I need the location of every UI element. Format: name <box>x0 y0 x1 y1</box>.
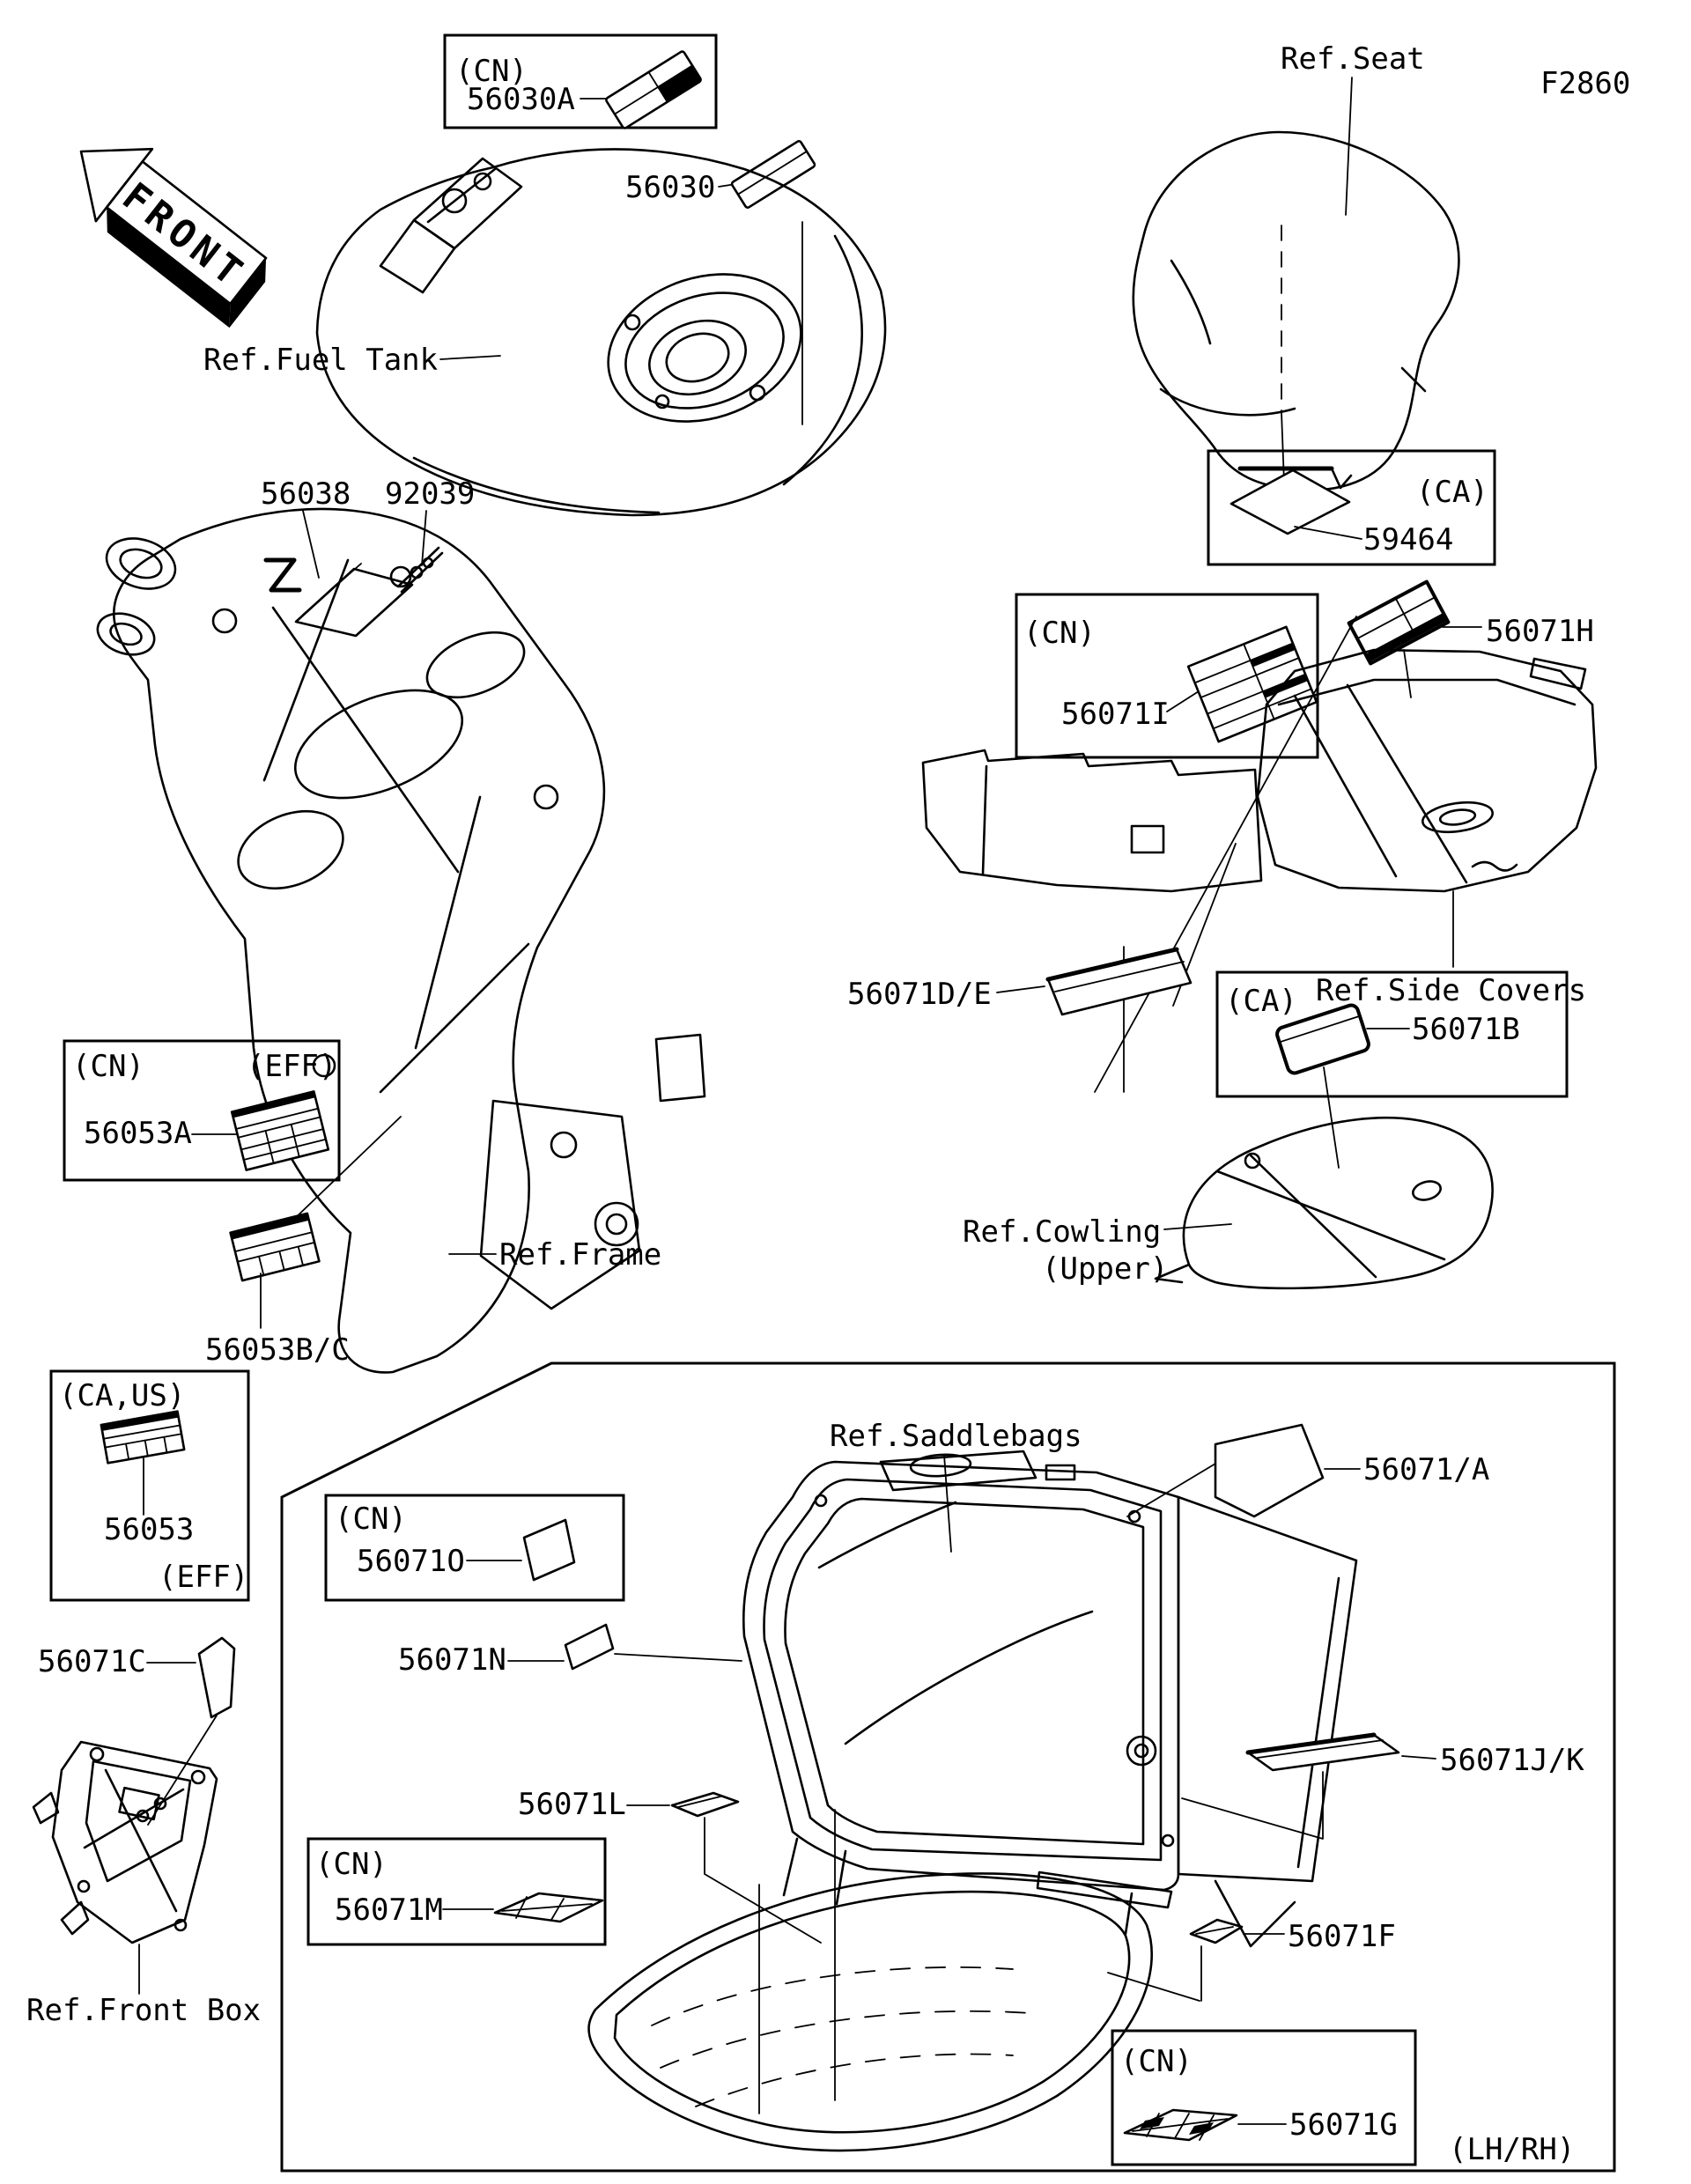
part-92039: 92039 <box>385 476 475 512</box>
ref-saddlebags: Ref.Saddlebags <box>830 1419 1082 1454</box>
screw-92039 <box>396 546 444 594</box>
callout-56071h: 56071H <box>1347 579 1594 698</box>
seat-drawing <box>1132 130 1460 491</box>
decal-56030 <box>730 140 816 209</box>
decal-56053bc <box>229 1212 321 1282</box>
detail-box-56071o: (CN) 56071O <box>324 1494 625 1602</box>
decal-56071jk <box>1245 1732 1400 1772</box>
part-56071f: 56071F <box>1288 1919 1396 1954</box>
part-56071c: 56071C <box>38 1644 146 1679</box>
detail-box-59464: (CA) 59464 <box>1207 449 1496 566</box>
decal-56071l <box>670 1791 740 1818</box>
part-56053a: 56053A <box>84 1116 192 1151</box>
decal-56071o <box>522 1518 576 1582</box>
callout-56071de: 56071D/E <box>847 947 1193 1016</box>
detail-box-56030a: (CN) 56030A <box>443 33 718 129</box>
part-56071h: 56071H <box>1486 614 1594 649</box>
callout-ref-seat: Ref.Seat <box>1281 41 1425 483</box>
callout-56071a: 56071/A <box>1126 1423 1489 1518</box>
callout-56053bc: 56053B/C <box>205 1116 402 1368</box>
decal-56071de <box>1045 947 1193 1016</box>
decal-56071i <box>1186 625 1318 743</box>
callout-56071f: 56071F <box>1107 1918 1396 2002</box>
detail-box-56053a: (CN) (EFF) 56053A <box>63 1039 341 1182</box>
callout-56071jk: 56071J/K <box>1181 1732 1584 1840</box>
fuel-tank-drawing <box>315 148 887 517</box>
part-56053bc: 56053B/C <box>205 1332 350 1368</box>
callout-ref-fuel-tank: Ref.Fuel Tank <box>203 343 501 378</box>
part-56071m: 56071M <box>335 1893 443 1928</box>
callout-ref-side-covers: Ref.Side Covers <box>1316 890 1586 1008</box>
tag-eff: (EFF) <box>159 1560 248 1595</box>
decal-56071m <box>493 1892 604 1923</box>
part-59464: 59464 <box>1363 522 1453 557</box>
callout-ref-saddlebags: Ref.Saddlebags <box>830 1419 1082 1553</box>
detail-box-56053: (CA,US) 56053 (EFF) <box>49 1369 250 1602</box>
part-56071g: 56071G <box>1289 2107 1398 2143</box>
detail-box-56071g: (CN) 56071G <box>1111 2029 1417 2166</box>
part-56071i: 56071I <box>1061 697 1170 732</box>
decal-56071a <box>1214 1423 1325 1518</box>
part-56071a: 56071/A <box>1363 1452 1489 1487</box>
decal-56071c <box>197 1636 236 1719</box>
ref-frame: Ref.Frame <box>499 1237 661 1273</box>
tag-cn: (CN) <box>72 1049 144 1084</box>
part-56071l: 56071L <box>518 1787 626 1822</box>
decal-56053 <box>100 1410 186 1465</box>
part-56071jk: 56071J/K <box>1440 1743 1584 1778</box>
ref-fuel-tank: Ref.Fuel Tank <box>203 343 438 378</box>
page-code: F2860 <box>1540 66 1630 101</box>
front-arrow: FRONT <box>79 147 268 328</box>
decal-56071f <box>1189 1918 1244 1944</box>
part-56030: 56030 <box>625 170 715 205</box>
tag-ca: (CA) <box>1416 475 1488 510</box>
tag-cn: (CN) <box>455 54 528 89</box>
part-56030a: 56030A <box>467 82 575 117</box>
decal-56071b <box>1275 1003 1370 1075</box>
decal-56071g <box>1123 2108 1238 2142</box>
tag-cn: (CN) <box>335 1502 407 1537</box>
detail-box-56071b: (CA) 56071B <box>1215 970 1569 1169</box>
saddlebags-group-box <box>280 1361 1616 2173</box>
side-covers-drawing <box>921 648 1598 893</box>
tag-ca: (CA) <box>1225 984 1297 1019</box>
frame-drawing <box>96 507 706 1374</box>
callout-ref-front-box: Ref.Front Box <box>26 1944 261 2028</box>
ref-side-covers: Ref.Side Covers <box>1316 973 1586 1008</box>
tag-cn: (CN) <box>315 1847 388 1882</box>
part-56071o: 56071O <box>357 1544 465 1579</box>
tag-cn: (CN) <box>1120 2044 1193 2079</box>
part-56071n: 56071N <box>398 1642 506 1678</box>
ref-seat: Ref.Seat <box>1281 41 1425 77</box>
ref-cowling-sub: (Upper) <box>1042 1251 1168 1287</box>
callout-ref-cowling: Ref.Cowling (Upper) <box>963 1214 1232 1287</box>
ref-cowling: Ref.Cowling <box>963 1214 1161 1250</box>
part-56071de: 56071D/E <box>847 977 992 1012</box>
ref-front-box: Ref.Front Box <box>26 1993 261 2028</box>
tag-eff: (EFF) <box>247 1049 336 1084</box>
callout-ref-frame: Ref.Frame <box>448 1237 661 1273</box>
decal-59464 <box>1229 469 1351 535</box>
front-box-drawing <box>32 1740 218 1944</box>
callout-56071n: 56071N <box>398 1623 742 1678</box>
cowling-drawing <box>1154 1116 1494 1290</box>
detail-box-56071i: (CN) 56071I <box>1015 593 1319 759</box>
decal-56071n <box>564 1623 615 1671</box>
callout-56071c: 56071C <box>38 1636 236 1826</box>
decal-56038 <box>294 567 414 638</box>
tag-ca-us: (CA,US) <box>59 1378 185 1413</box>
callout-56030: 56030 <box>625 140 816 425</box>
variant-note-lh-rh: (LH/RH) <box>1449 2132 1575 2167</box>
callout-92039: 92039 <box>385 476 475 594</box>
part-56071b: 56071B <box>1412 1012 1520 1047</box>
decal-56053a <box>230 1090 330 1171</box>
part-56053: 56053 <box>104 1512 194 1547</box>
detail-box-56071m: (CN) 56071M <box>306 1837 607 1946</box>
tag-cn: (CN) <box>1023 616 1096 651</box>
callout-56071l: 56071L <box>518 1787 822 1944</box>
decal-56030a <box>605 50 702 129</box>
saddlebag-drawing <box>587 1450 1358 2152</box>
part-56038: 56038 <box>261 476 351 512</box>
